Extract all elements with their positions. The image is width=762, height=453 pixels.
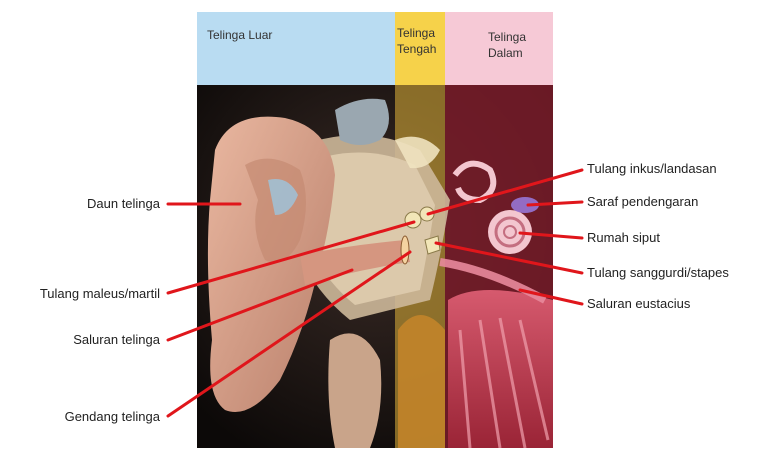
- label-saluran-eustacius: Saluran eustacius: [587, 296, 690, 311]
- middle-ear-title-line2: Tengah: [397, 41, 436, 57]
- eardrum: [401, 236, 409, 264]
- label-gendang-telinga: Gendang telinga: [65, 409, 160, 424]
- label-rumah-siput: Rumah siput: [587, 230, 660, 245]
- label-tulang-maleus: Tulang maleus/martil: [40, 286, 160, 301]
- outer-ear-title: Telinga Luar: [207, 27, 272, 43]
- label-daun-telinga: Daun telinga: [87, 196, 160, 211]
- label-saraf-pendengaran: Saraf pendengaran: [587, 194, 698, 209]
- middle-ear-title-line1: Telinga: [397, 25, 436, 41]
- upper-bone-fragment: [335, 99, 389, 145]
- inner-ear-title: Telinga Dalam: [488, 29, 526, 61]
- inner-ear-title-line2: Dalam: [488, 45, 526, 61]
- label-tulang-sanggurdi: Tulang sanggurdi/stapes: [587, 265, 729, 280]
- outer-ear-band: [197, 12, 395, 85]
- middle-ear-lower-tissue: [398, 315, 445, 448]
- label-saluran-telinga: Saluran telinga: [73, 332, 160, 347]
- malleus-bone: [405, 212, 421, 228]
- label-tulang-inkus: Tulang inkus/landasan: [587, 161, 717, 176]
- middle-ear-title: Telinga Tengah: [397, 25, 436, 57]
- inner-ear-title-line1: Telinga: [488, 29, 526, 45]
- neck-tissue: [328, 333, 381, 448]
